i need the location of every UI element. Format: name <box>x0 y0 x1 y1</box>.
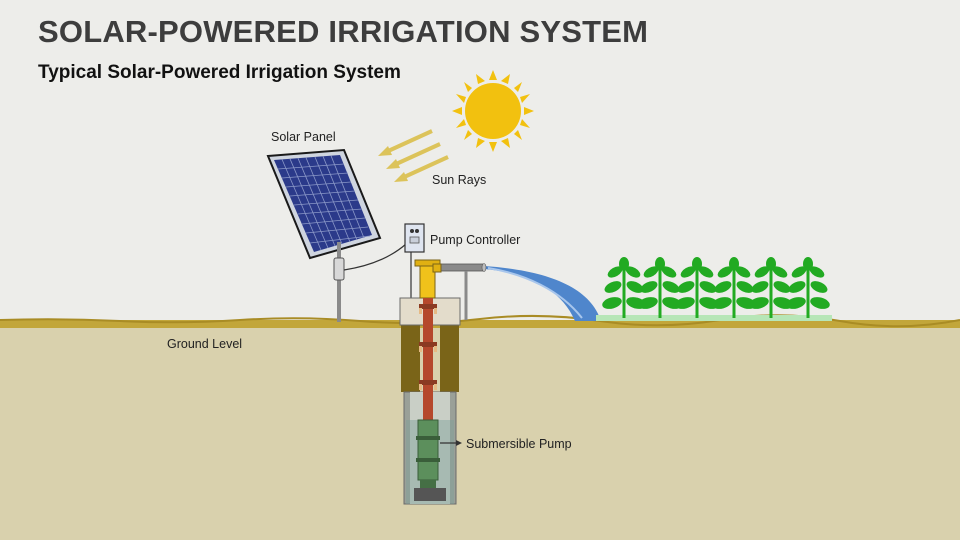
crop-plant-icon <box>638 257 682 318</box>
solar-panel-icon <box>266 148 407 322</box>
slide-subtitle: Typical Solar-Powered Irrigation System <box>38 62 401 83</box>
sun-icon <box>452 70 534 152</box>
crop-plant-icon <box>602 257 646 318</box>
crop-plant-icon <box>675 257 719 318</box>
sun-rays-arrows <box>378 129 449 182</box>
pump-controller-label: Pump Controller <box>430 233 521 247</box>
crop-bed <box>596 315 832 321</box>
submersible-pump-label: Submersible Pump <box>466 437 572 451</box>
crop-plant-icon <box>749 257 793 318</box>
crop-plant-icon <box>786 257 830 318</box>
crop-plant-icon <box>712 257 756 318</box>
solar-panel-label: Solar Panel <box>271 130 336 144</box>
soil <box>0 325 960 540</box>
submersible-pump-icon <box>416 419 440 488</box>
sun-rays-label: Sun Rays <box>432 173 487 187</box>
crop-row <box>602 257 830 318</box>
pump-pointer-arrow <box>440 440 462 446</box>
ground-surface <box>0 320 960 328</box>
rising-main <box>414 259 442 420</box>
pump-controller-icon <box>404 223 425 298</box>
slide-title: SOLAR-POWERED IRRIGATION SYSTEM <box>38 14 649 49</box>
water-outlet <box>439 263 601 321</box>
ground-level-label: Ground Level <box>167 337 243 351</box>
